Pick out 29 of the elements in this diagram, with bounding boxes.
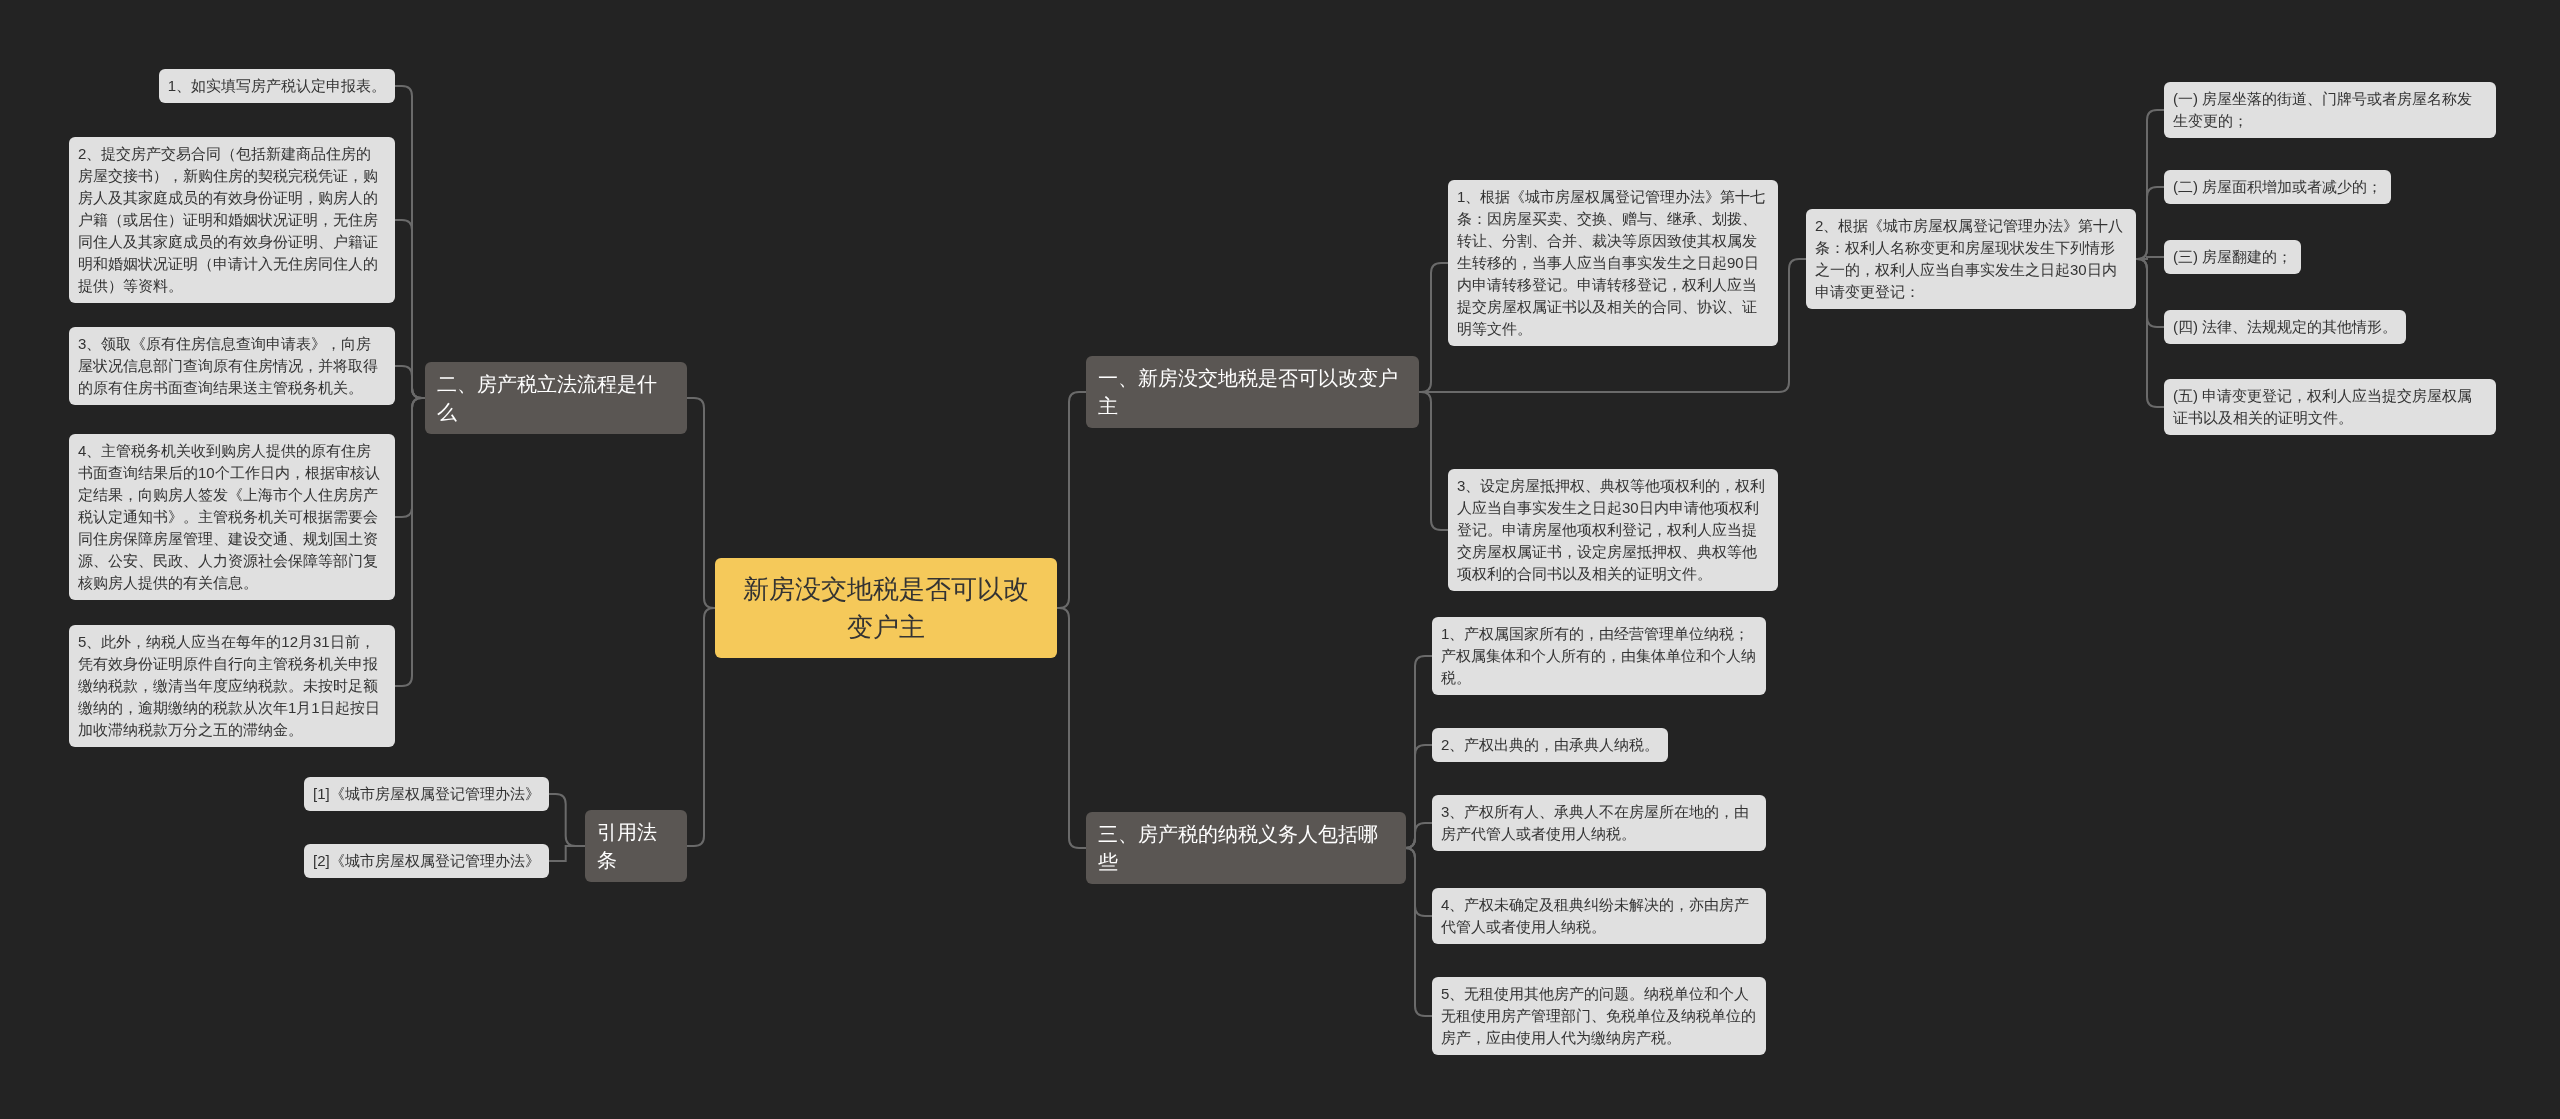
connector-line (2135, 258, 2165, 408)
text-card: (五) 申请变更登记，权利人应当提交房屋权属证书以及相关的证明文件。 (2164, 379, 2496, 435)
text-card: 3、产权所有人、承典人不在房屋所在地的，由房产代管人或者使用人纳税。 (1432, 795, 1766, 851)
text-card: 3、领取《原有住房信息查询申请表》，向房屋状况信息部门查询原有住房情况，并将取得的原有住房书面查询结果送主管税务机关。 (69, 327, 395, 405)
text-card: 2、根据《城市房屋权属登记管理办法》第十八条：权利人名称变更和房屋现状发生下列情形之一的，权利人应当自事实发生之日起30日内申请变更登记： (1806, 209, 2136, 309)
text-card: 2、产权出典的，由承典人纳税。 (1432, 728, 1669, 762)
text-card: 4、产权未确定及租典纠纷未解决的，亦由房产代管人或者使用人纳税。 (1432, 888, 1766, 944)
text-card: 1、产权属国家所有的，由经营管理单位纳税；产权属集体和个人所有的，由集体单位和个人纳税。 (1432, 617, 1766, 695)
text-card: 1、如实填写房产税认定申报表。 (158, 69, 395, 103)
text-card: (二) 房屋面积增加或者减少的； (2164, 170, 2392, 204)
branch-topic: 一、新房没交地税是否可以改变户主 (1086, 356, 1419, 428)
text-card: 5、此外，纳税人应当在每年的12月31日前，凭有效身份证明原件自行向主管税务机关申报缴纳税款，缴清当年度应纳税款。未按时足额缴纳的，逾期缴纳的税款从次年1月1日起按日加收滞纳税款万分之五的滞纳金。 (69, 625, 395, 747)
text-card: [1]《城市房屋权属登记管理办法》 (304, 777, 549, 811)
text-card: 4、主管税务机关收到购房人提供的原有住房书面查询结果后的10个工作日内，根据审核认定结果，向购房人签发《上海市个人住房房产税认定通知书》。主管税务机关可根据需要会同住房保障房屋管理、建设交通、规划国土资源、公安、民政、人力资源社会保障等部门复核购房人提供的有关信息。 (69, 434, 395, 600)
branch-topic: 二、房产税立法流程是什么 (425, 362, 687, 434)
text-card: 3、设定房屋抵押权、典权等他项权利的，权利人应当自事实发生之日起30日内申请他项权利登记。申请房屋他项权利登记，权利人应当提交房屋权属证书，设定房屋抵押权、典权等他项权利的合同书以及相关的证明文件。 (1448, 469, 1778, 591)
text-card: 2、提交房产交易合同（包括新建商品住房的房屋交接书），新购住房的契税完税凭证，购房人及其家庭成员的有效身份证明，购房人的户籍（或居住）证明和婚姻状况证明，无住房同住人及其家庭成员的有效身份证明、户籍证明和婚姻状况证明（申请计入无住房同住人的提供）等资料。 (69, 137, 395, 303)
connector-line (686, 607, 716, 847)
text-card: (四) 法律、法规规定的其他情形。 (2164, 310, 2407, 344)
text-card: 5、无租使用其他房产的问题。纳税单位和个人无租使用房产管理部门、免税单位及纳税单位的房产，应由使用人代为缴纳房产税。 (1432, 977, 1766, 1055)
branch-topic: 三、房产税的纳税义务人包括哪些 (1086, 812, 1406, 884)
branch-topic: 引用法条 (585, 810, 687, 882)
text-card: (一) 房屋坐落的街道、门牌号或者房屋名称发生变更的； (2164, 82, 2496, 138)
center-topic: 新房没交地税是否可以改变户主 (715, 558, 1057, 658)
text-card: (三) 房屋翻建的； (2164, 240, 2302, 274)
connector-line (1404, 847, 1433, 1017)
text-card: 1、根据《城市房屋权属登记管理办法》第十七条：因房屋买卖、交换、赠与、继承、划拨、转让、分割、合并、裁决等原因致使其权属发生转移的，当事人应当自事实发生之日起90日内申请转移登记。申请转移登记，权利人应当提交房屋权属证书以及相关的合同、协议、证明等文件。 (1448, 180, 1778, 346)
connector-line (547, 845, 586, 862)
text-card: [2]《城市房屋权属登记管理办法》 (304, 844, 549, 878)
